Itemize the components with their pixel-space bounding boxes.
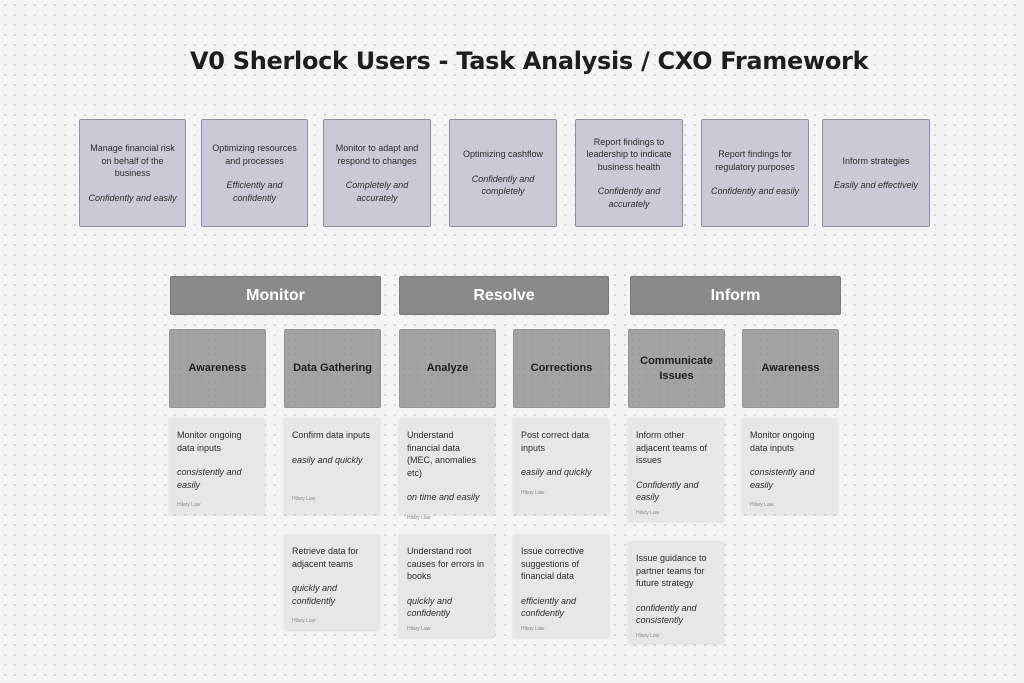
sticky-note[interactable]: Retrieve data for adjacent teams quickly… — [284, 534, 380, 630]
note-task: Issue guidance to partner teams for futu… — [636, 553, 707, 588]
note-quality: efficiently and confidently — [521, 595, 577, 619]
note-quality: confidently and consistently — [636, 602, 697, 626]
note-quality: easily and quickly — [521, 467, 592, 477]
goal-card[interactable]: Monitor to adapt and respond to changes … — [323, 119, 431, 227]
note-task: Understand financial data (MEC, anomalie… — [407, 430, 477, 478]
note-quality: easily and quickly — [292, 454, 363, 465]
step-analyze[interactable]: Analyze — [399, 329, 496, 408]
note-author: Hilary Law — [407, 514, 431, 521]
note-quality: consistently and easily — [177, 467, 242, 490]
note-quality: on time and easily — [407, 492, 480, 502]
sticky-note[interactable]: Monitor ongoing data inputs consistently… — [742, 418, 838, 514]
phase-header-resolve[interactable]: Resolve — [399, 276, 609, 315]
goal-card[interactable]: Optimizing resources and processes Effic… — [201, 119, 308, 227]
sticky-note[interactable]: Issue guidance to partner teams for futu… — [628, 541, 724, 643]
goal-quality: Confidently and easily — [88, 192, 177, 203]
note-author: Hilary Law — [177, 502, 201, 508]
sticky-note[interactable]: Issue corrective suggestions of financia… — [513, 534, 609, 637]
note-task: Retrieve data for adjacent teams — [292, 546, 359, 569]
step-corrections[interactable]: Corrections — [513, 329, 610, 408]
sticky-note[interactable]: Post correct data inputs easily and quic… — [513, 418, 609, 514]
phase-header-monitor[interactable]: Monitor — [170, 276, 381, 315]
goal-quality: Easily and effectively — [833, 180, 919, 190]
goal-quality: Confidently and completely — [471, 173, 535, 197]
page-title: V0 Sherlock Users - Task Analysis / CXO … — [190, 47, 869, 75]
note-author: Hilary Law — [292, 496, 316, 502]
goal-task: Inform strategies — [842, 155, 910, 166]
step-awareness-inform[interactable]: Awareness — [742, 329, 839, 408]
note-task: Understand root causes for errors in boo… — [407, 546, 485, 581]
sticky-note[interactable]: Understand financial data (MEC, anomalie… — [399, 418, 495, 521]
note-task: Post correct data inputs — [521, 430, 590, 453]
goal-task: Optimizing resources and processes — [212, 143, 297, 166]
goal-task: Optimizing cashflow — [462, 149, 544, 160]
goal-card[interactable]: Inform strategies Easily and effectively — [822, 119, 930, 227]
note-author: Hilary Law — [292, 618, 316, 624]
sticky-note[interactable]: Inform other adjacent teams of issues Co… — [628, 418, 724, 521]
goal-quality: Efficiently and confidently — [226, 180, 283, 203]
goal-task: Report findings to leadership to indicat… — [586, 136, 672, 172]
note-author: Hilary Law — [636, 509, 660, 516]
note-task: Issue corrective suggestions of financia… — [521, 546, 585, 581]
goal-card[interactable]: Manage financial risk on behalf of the b… — [79, 119, 186, 227]
step-communicate-issues[interactable]: Communicate Issues — [628, 329, 725, 408]
note-quality: consistently and easily — [750, 467, 815, 490]
note-author: Hilary Law — [521, 489, 545, 496]
note-author: Hilary Law — [636, 632, 660, 639]
sticky-note[interactable]: Confirm data inputs easily and quickly H… — [284, 418, 380, 514]
note-author: Hilary Law — [407, 625, 431, 632]
goal-quality: Completely and accurately — [345, 180, 409, 203]
note-task: Inform other adjacent teams of issues — [636, 430, 708, 465]
note-author: Hilary Law — [521, 625, 545, 632]
goal-quality: Confidently and easily — [710, 186, 800, 197]
goal-card[interactable]: Report findings to leadership to indicat… — [575, 119, 683, 227]
step-awareness[interactable]: Awareness — [169, 329, 266, 408]
note-quality: quickly and confidently — [292, 583, 338, 606]
sticky-note[interactable]: Understand root causes for errors in boo… — [399, 534, 495, 637]
note-quality: Confidently and easily — [636, 479, 699, 503]
phase-header-inform[interactable]: Inform — [630, 276, 841, 315]
goal-task: Monitor to adapt and respond to changes — [335, 143, 419, 166]
goal-card[interactable]: Optimizing cashflow Confidently and comp… — [449, 119, 557, 227]
goal-card[interactable]: Report findings for regulatory purposes … — [701, 119, 809, 227]
goal-task: Manage financial risk on behalf of the b… — [90, 143, 175, 178]
goal-quality: Confidently and accurately — [597, 186, 661, 209]
goal-task: Report findings for regulatory purposes — [715, 149, 795, 172]
note-task: Monitor ongoing data inputs — [750, 430, 815, 453]
step-data-gathering[interactable]: Data Gathering — [284, 329, 381, 408]
note-quality: quickly and confidently — [407, 595, 453, 619]
note-task: Monitor ongoing data inputs — [177, 430, 242, 453]
note-task: Confirm data inputs — [292, 430, 371, 440]
note-author: Hilary Law — [750, 502, 774, 508]
sticky-note[interactable]: Monitor ongoing data inputs consistently… — [169, 418, 265, 514]
